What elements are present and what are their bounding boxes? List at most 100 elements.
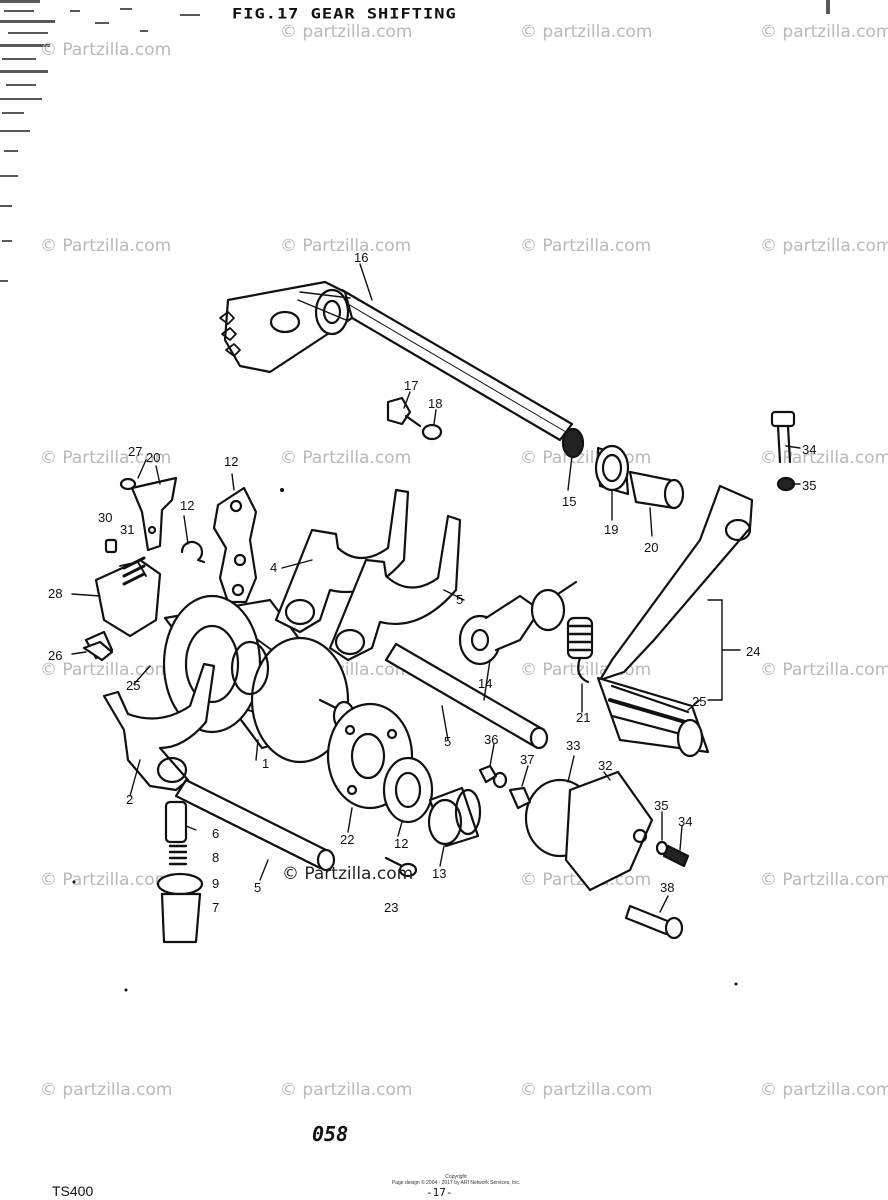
bolt-part xyxy=(386,396,443,441)
callout-label: 16 xyxy=(354,250,368,265)
figure-title: FIG.17 GEAR SHIFTING xyxy=(232,5,457,23)
callout-label: 28 xyxy=(48,586,62,601)
callout-label: 7 xyxy=(212,900,219,915)
return-spring-part xyxy=(566,616,594,684)
callout-label: 5 xyxy=(444,734,451,749)
oil-seal-part xyxy=(561,427,585,459)
watermark-text: © partzilla.com xyxy=(520,1080,653,1100)
shift-lever-part xyxy=(596,484,754,758)
watermark-text: © partzilla.com xyxy=(760,236,888,256)
watermark-text: © Partzilla.com xyxy=(40,40,172,60)
detent-plunger-part xyxy=(156,800,204,944)
callout-label: 5 xyxy=(456,592,463,607)
callout-label: 31 xyxy=(120,522,134,537)
callout-label: 25 xyxy=(692,694,706,709)
shaft-cap-part xyxy=(628,470,685,510)
watermark-text: © Partzilla.com xyxy=(280,236,412,256)
callout-label: 9 xyxy=(212,876,219,891)
shift-fork-part xyxy=(328,514,462,662)
callout-label: 35 xyxy=(654,798,668,813)
callout-label: 24 xyxy=(746,644,760,659)
clip-part xyxy=(180,540,206,564)
pin-part xyxy=(82,640,114,662)
callout-label: 19 xyxy=(604,522,618,537)
watermark-text: © Partzilla.com xyxy=(40,448,172,468)
watermark-text: © partzilla.com xyxy=(760,22,888,42)
callout-label: 12 xyxy=(224,454,238,469)
bushing-part xyxy=(594,444,630,496)
watermark-text: © partzilla.com xyxy=(760,1080,888,1100)
watermark-text: © Partzilla.com xyxy=(760,870,888,890)
callout-label: 35 xyxy=(802,478,816,493)
copyright-line: Page design © 2004 - 2017 by ARI Network… xyxy=(391,1180,521,1186)
callout-label: 5 xyxy=(254,880,261,895)
callout-label: 37 xyxy=(520,752,534,767)
bolt-part xyxy=(624,904,684,940)
screw-part xyxy=(478,764,532,810)
watermark-text: © Partzilla.com xyxy=(280,448,412,468)
callout-label: 26 xyxy=(48,648,62,663)
bearing-part xyxy=(427,786,482,848)
shift-fork-part xyxy=(102,662,216,792)
bolt-part xyxy=(770,410,796,492)
callout-label: 2 xyxy=(126,792,133,807)
callout-label: 12 xyxy=(394,836,408,851)
callout-label: 14 xyxy=(478,676,492,691)
watermark-text: © Partzilla.com xyxy=(520,236,652,256)
watermark-text: © partzilla.com xyxy=(280,22,413,42)
fork-shaft-part xyxy=(174,778,336,872)
shift-cam-part xyxy=(162,594,362,764)
copyright-line: Copyright xyxy=(445,1174,467,1180)
callout-label: 6 xyxy=(212,826,219,841)
fork-shaft-part xyxy=(384,642,549,750)
watermark-text: © Partzilla.com xyxy=(760,448,888,468)
watermark-text: © Partzilla.com xyxy=(40,870,172,890)
callout-label: 22 xyxy=(340,832,354,847)
callout-label: 8 xyxy=(212,850,219,865)
bracket-part xyxy=(119,476,178,552)
page-number: -17- xyxy=(426,1186,453,1199)
copyright-notice: Copyright Page design © 2004 - 2017 by A… xyxy=(386,1174,526,1186)
callout-label: 27 xyxy=(128,444,142,459)
watermark-text: © Partzilla.com xyxy=(282,864,414,884)
callout-label: 34 xyxy=(802,442,816,457)
watermark-text: © partzilla.com xyxy=(520,22,653,42)
gearshift-shaft-part xyxy=(219,280,574,442)
watermark-text: © Partzilla.com xyxy=(40,660,172,680)
callout-label: 20 xyxy=(146,450,160,465)
screw-part xyxy=(384,856,418,878)
callout-label: 1 xyxy=(262,756,269,771)
callout-label: 23 xyxy=(384,900,398,915)
callout-label: 20 xyxy=(644,540,658,555)
cam-stopper-part xyxy=(458,580,578,666)
watermark-text: © partzilla.com xyxy=(280,1080,413,1100)
pawl-assembly-part xyxy=(84,538,162,660)
washer-part xyxy=(382,756,434,824)
screw-part xyxy=(655,840,690,868)
shift-fork-part xyxy=(274,488,410,634)
callout-label: 38 xyxy=(660,880,674,895)
callout-label: 21 xyxy=(576,710,590,725)
callout-label: 15 xyxy=(562,494,576,509)
cover-part xyxy=(564,770,654,892)
callout-label: 33 xyxy=(566,738,580,753)
model-label: TS400 xyxy=(52,1183,94,1199)
watermark-text: © Partzilla.com xyxy=(40,236,172,256)
callout-label: 18 xyxy=(428,396,442,411)
page-code: 058 xyxy=(312,1122,349,1146)
callout-label: 17 xyxy=(404,378,418,393)
watermark-text: © Partzilla.com xyxy=(760,660,888,680)
watermark-text: © partzilla.com xyxy=(40,1080,173,1100)
callout-label: 25 xyxy=(126,678,140,693)
callout-label: 30 xyxy=(98,510,112,525)
callout-label: 36 xyxy=(484,732,498,747)
callout-label: 12 xyxy=(180,498,194,513)
stopper-plate-part xyxy=(212,486,258,604)
callout-label: 13 xyxy=(432,866,446,881)
callout-label: 34 xyxy=(678,814,692,829)
callout-label: 32 xyxy=(598,758,612,773)
callout-label: 4 xyxy=(270,560,277,575)
